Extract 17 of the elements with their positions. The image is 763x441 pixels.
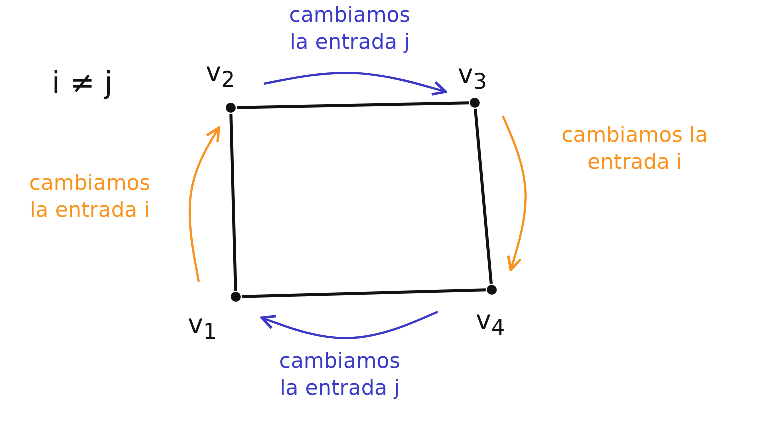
connector-line: [236, 102, 470, 110]
condition-label: i ≠ j: [52, 66, 113, 101]
vertex-label: v$_{3}$: [458, 62, 488, 94]
vertex-label: v$_{1}$: [188, 312, 218, 344]
curved-arrow: [264, 72, 448, 96]
connector-line: [474, 108, 493, 284]
vertex-label: v$_{2}$: [206, 60, 236, 92]
vertex-dot: [470, 98, 480, 108]
vertex-dot: [226, 103, 236, 113]
curved-arrow: [502, 116, 527, 272]
vertex-dot: [487, 285, 497, 295]
curved-arrow: [188, 126, 220, 282]
connector-line: [230, 114, 238, 292]
vertex-dot: [231, 292, 241, 302]
connector-line: [242, 288, 486, 298]
vertex-label: v$_{4}$: [476, 308, 506, 340]
curved-arrow: [260, 311, 438, 340]
